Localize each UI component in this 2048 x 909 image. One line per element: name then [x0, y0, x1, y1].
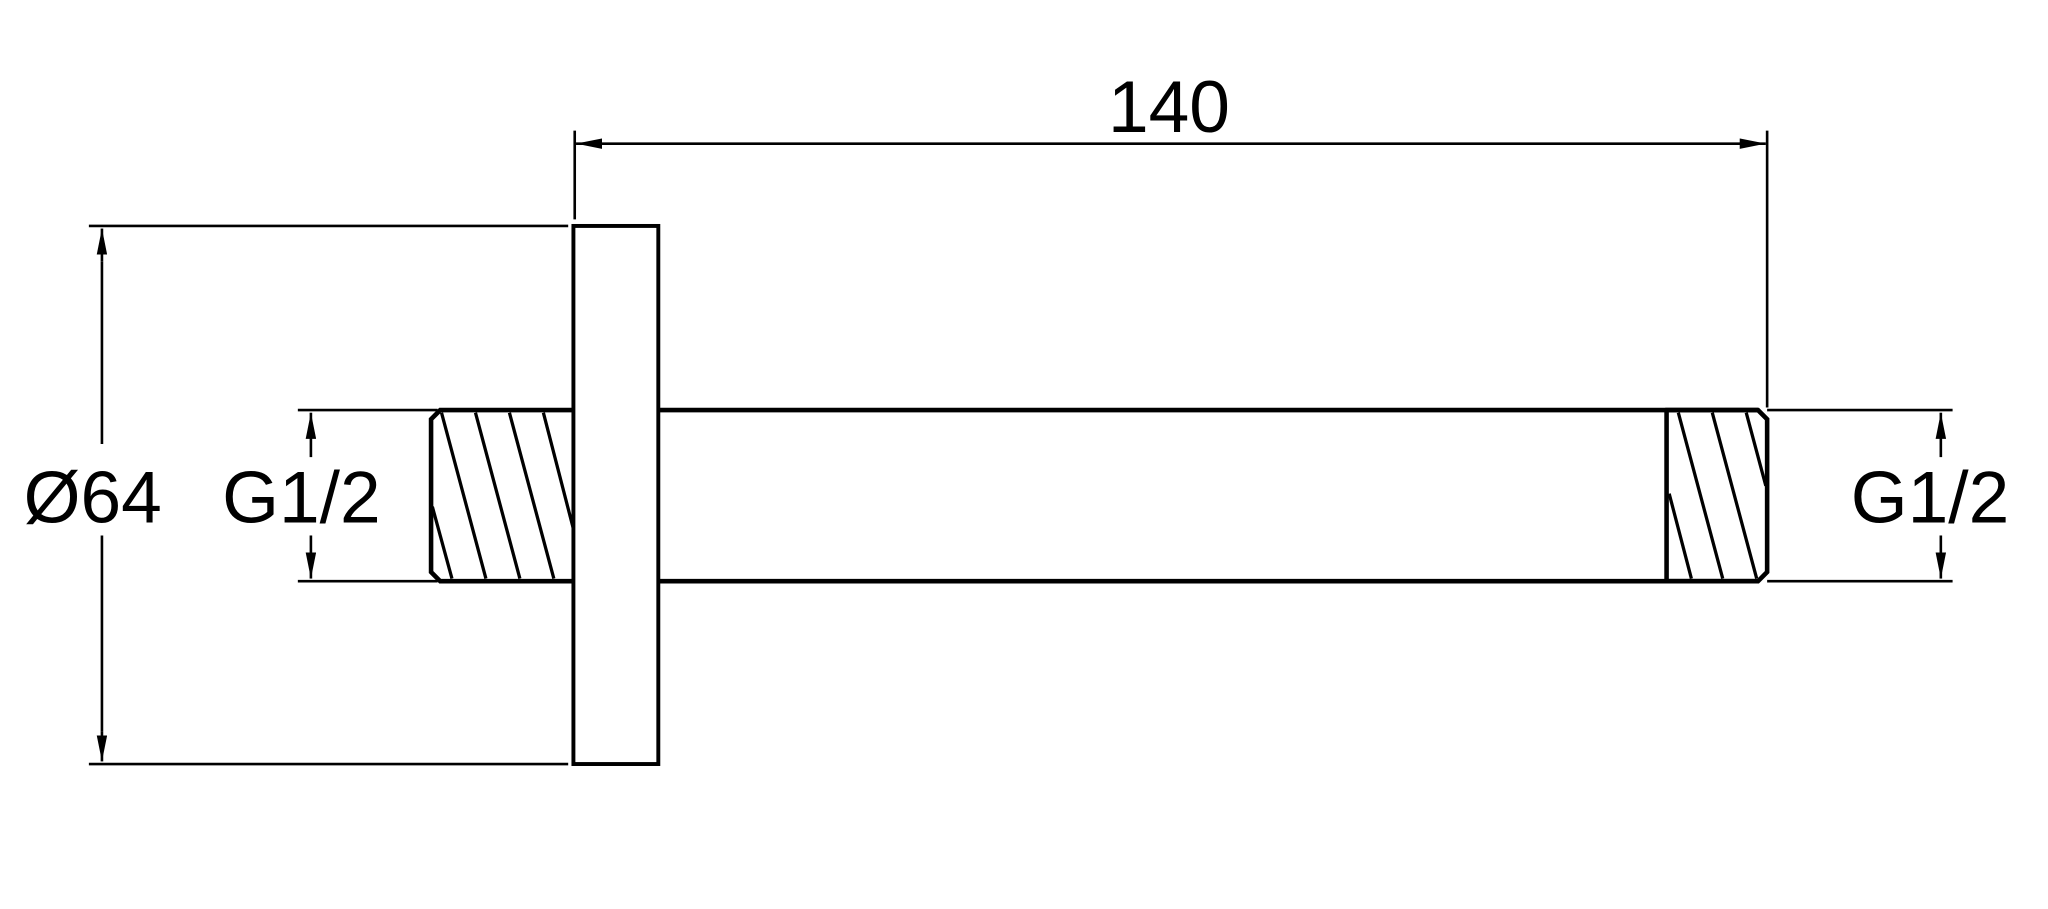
diameter-label: Ø64	[24, 457, 162, 538]
right-thread-dimension	[1767, 408, 1953, 583]
right-thread-label: G1/2	[1851, 457, 2010, 538]
length-dimension	[573, 130, 1769, 408]
pipe-body	[658, 407, 1758, 584]
length-label: 140	[1108, 67, 1230, 148]
diameter-dimension	[88, 224, 569, 766]
left-thread-label: G1/2	[222, 457, 381, 538]
flange	[571, 223, 661, 766]
left-thread	[428, 407, 575, 584]
right-thread	[1664, 407, 1770, 584]
left-thread-dimension	[297, 408, 438, 583]
